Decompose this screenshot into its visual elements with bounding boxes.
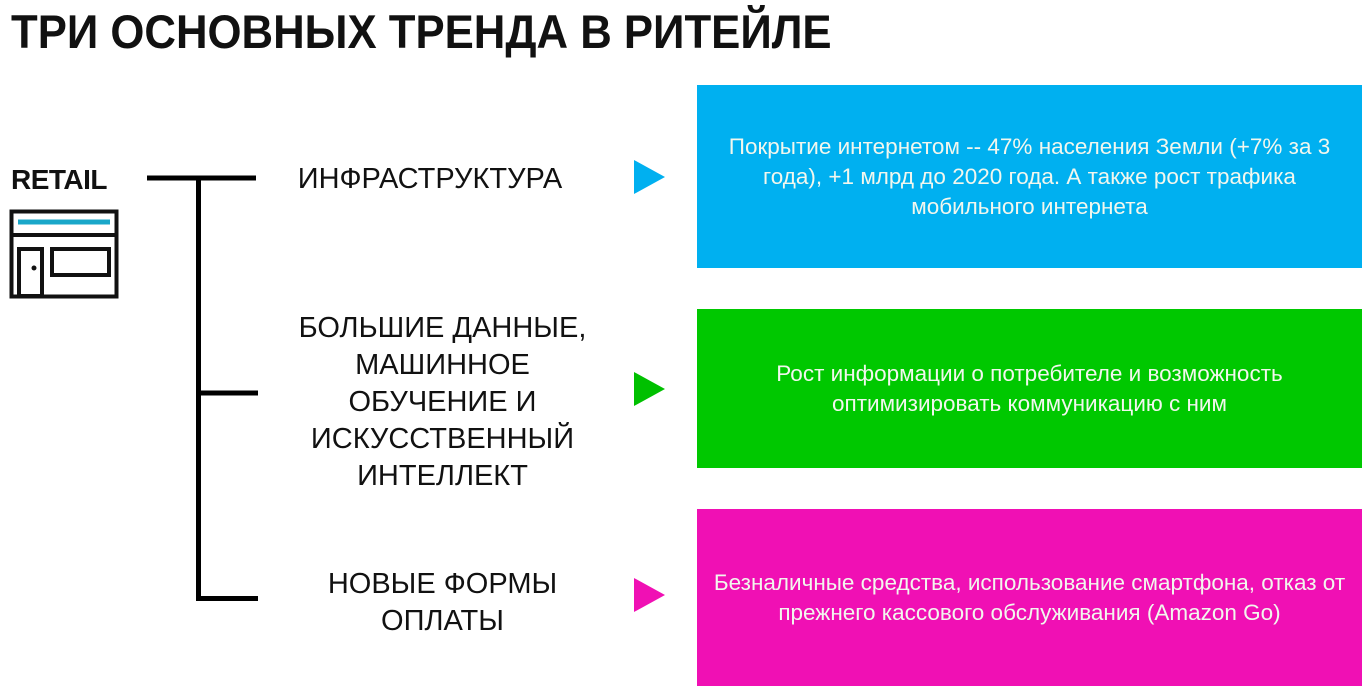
category-line: ИНТЕЛЛЕКТ xyxy=(357,460,528,492)
storefront-icon xyxy=(9,209,119,299)
trend-description-box-big-data-ai: Рост информации о потребителе и возможно… xyxy=(697,309,1362,468)
trend-description: Безналичные средства, использование смар… xyxy=(713,569,1346,625)
tree-connector xyxy=(147,175,258,601)
category-line: ОПЛАТЫ xyxy=(381,605,504,637)
trend-description: Покрытие интернетом -- 47% населения Зем… xyxy=(728,133,1331,219)
trend-description-box-infrastructure: Покрытие интернетом -- 47% населения Зем… xyxy=(697,85,1362,268)
category-line: ИСКУССТВЕННЫЙ xyxy=(310,423,575,455)
triangle-right-icon xyxy=(634,578,665,612)
trend-description: Рост информации о потребителе и возможно… xyxy=(776,360,1283,416)
category-line: БОЛЬШИЕ ДАННЫЕ, xyxy=(298,312,587,344)
trend-category-payments: НОВЫЕ ФОРМЫ ОПЛАТЫ xyxy=(270,566,615,640)
trend-description-box-payments: Безналичные средства, использование смар… xyxy=(697,509,1362,686)
triangle-right-icon xyxy=(634,372,665,406)
trend-category-big-data-ai: БОЛЬШИЕ ДАННЫЕ, МАШИННОЕ ОБУЧЕНИЕ И ИСКУ… xyxy=(270,310,615,495)
trend-category-infrastructure: ИНФРАСТРУКТУРА xyxy=(270,161,590,198)
triangle-right-icon xyxy=(634,160,665,194)
root-label: RETAIL xyxy=(11,164,108,195)
category-line: МАШИННОЕ xyxy=(355,349,530,381)
category-line: НОВЫЕ ФОРМЫ xyxy=(327,568,558,600)
page-title: ТРИ ОСНОВНЫХ ТРЕНДА В РИТЕЙЛЕ xyxy=(11,5,832,58)
category-line: ИНФРАСТРУКТУРА xyxy=(297,163,563,195)
category-line: ОБУЧЕНИЕ И xyxy=(348,386,537,418)
